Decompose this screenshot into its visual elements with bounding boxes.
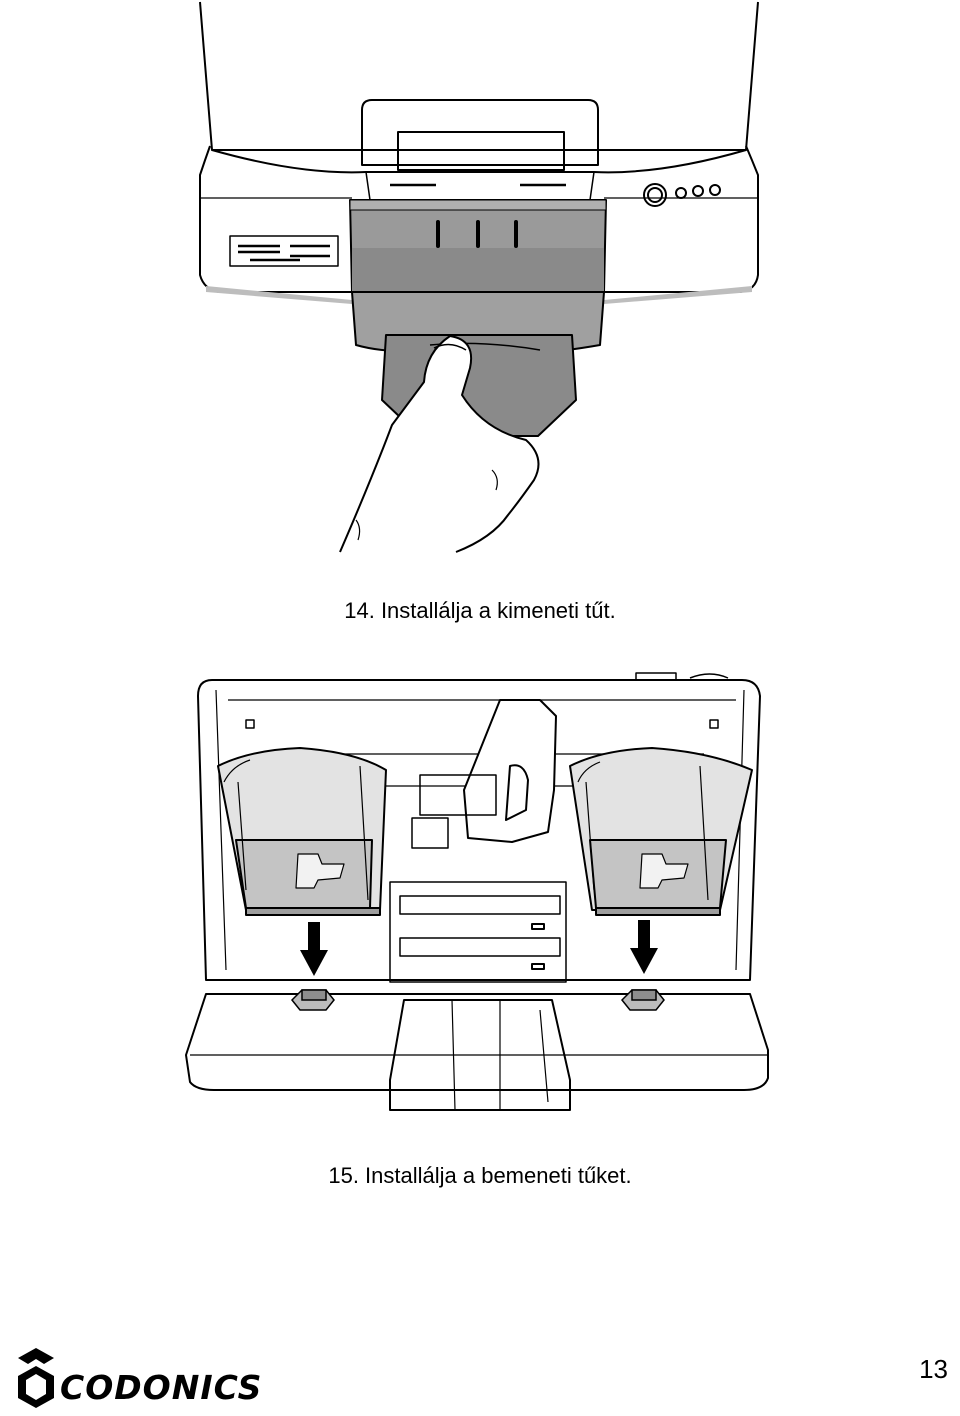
step-14-caption: 14. Installálja a kimeneti tűt. bbox=[344, 598, 616, 623]
page-number: 13 bbox=[919, 1354, 948, 1384]
hand-illustration bbox=[339, 335, 540, 553]
codonics-logo-icon bbox=[18, 1348, 54, 1408]
codonics-logo-text: CODONICS bbox=[60, 1368, 263, 1407]
input-pin-left bbox=[290, 989, 335, 1011]
step-15-caption: 15. Installálja a bemeneti tűket. bbox=[328, 1163, 632, 1188]
down-arrow-icon bbox=[630, 920, 658, 974]
input-pin-right bbox=[620, 989, 665, 1011]
page-footer: CODONICS 13 bbox=[0, 1340, 960, 1416]
input-bins-illustration bbox=[185, 672, 769, 1111]
down-arrow-icon bbox=[300, 922, 328, 976]
output-bin-illustration bbox=[199, 1, 759, 553]
